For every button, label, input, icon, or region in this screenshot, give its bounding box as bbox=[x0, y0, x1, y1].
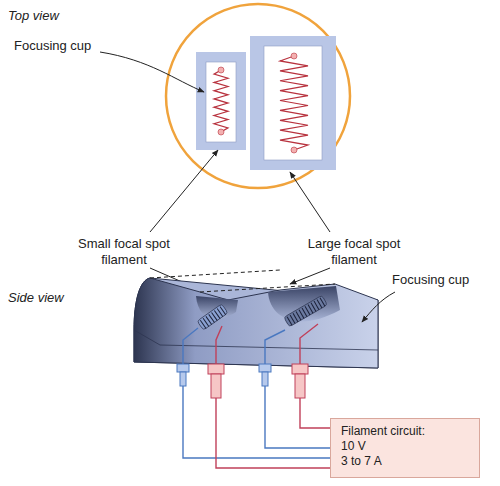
circuit-box: Filament circuit:10 V3 to 7 A bbox=[330, 418, 480, 478]
cup-body bbox=[134, 278, 378, 368]
top-view-circle bbox=[166, 4, 350, 188]
dashed-line bbox=[150, 270, 280, 278]
wire-terminals bbox=[177, 364, 308, 398]
cup-front bbox=[134, 278, 378, 368]
part-label: Focusing cup bbox=[392, 272, 469, 288]
filament-wires bbox=[183, 324, 330, 468]
cup-edge bbox=[134, 330, 378, 350]
leader-arrow bbox=[100, 52, 204, 92]
large-filament-side bbox=[284, 295, 328, 327]
leader-arrow bbox=[150, 150, 218, 232]
circuit-value: 10 V bbox=[341, 439, 469, 454]
small-filament-side bbox=[197, 304, 228, 330]
small-cup-slot bbox=[206, 62, 236, 142]
part-label: Large focal spot filament bbox=[300, 236, 408, 267]
large-cup-top bbox=[250, 36, 336, 170]
leader-arrow bbox=[290, 268, 330, 284]
small-cup-top bbox=[196, 52, 246, 150]
part-label: Small focal spot filament bbox=[70, 236, 178, 267]
view-title: Side view bbox=[8, 290, 64, 306]
view-title: Top view bbox=[8, 8, 59, 24]
leader-arrow bbox=[290, 172, 330, 232]
large-cup-slot bbox=[264, 46, 322, 160]
filament-coils bbox=[214, 53, 308, 153]
filament-windings bbox=[200, 298, 325, 329]
circuit-value: 3 to 7 A bbox=[341, 454, 469, 469]
circuit-heading: Filament circuit: bbox=[341, 424, 469, 439]
part-label: Focusing cup bbox=[14, 38, 91, 54]
dashed-line bbox=[200, 284, 335, 292]
leader-arrow bbox=[362, 292, 395, 322]
